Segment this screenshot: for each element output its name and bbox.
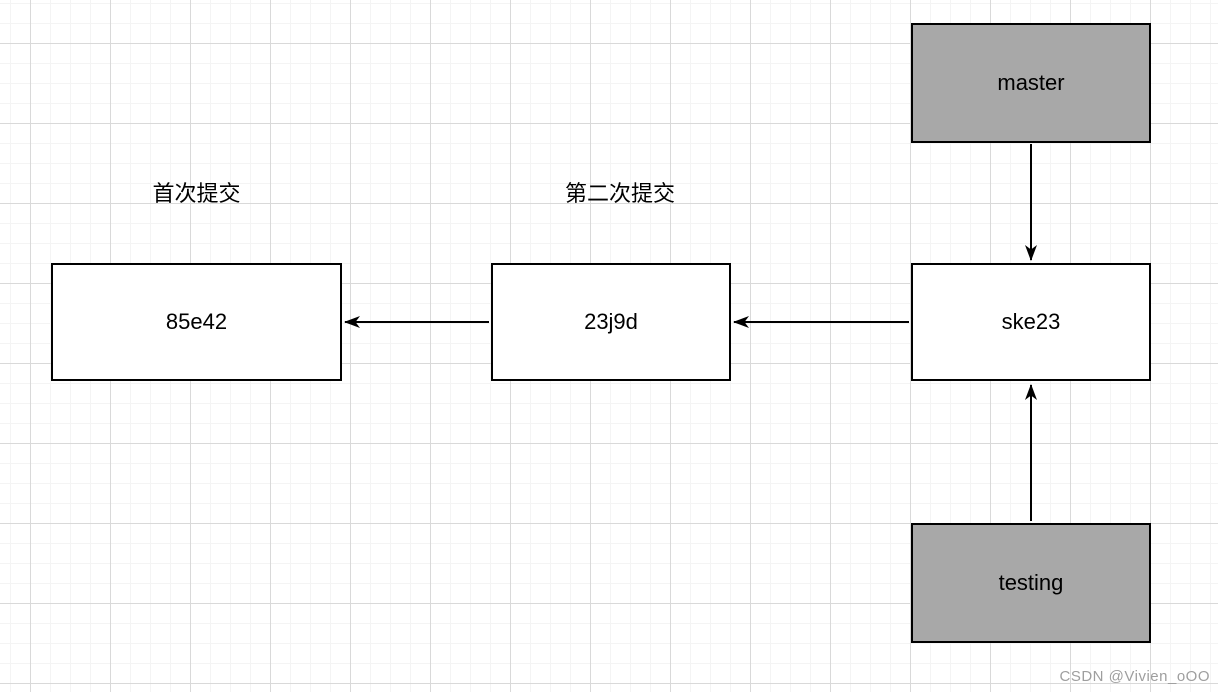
label-second-commit: 第二次提交: [564, 181, 675, 206]
branch-node-master: master: [911, 23, 1151, 143]
commit-node-23j9d: 23j9d: [491, 263, 731, 381]
label-first-commit: 首次提交: [152, 181, 241, 206]
branch-node-testing: testing: [911, 523, 1151, 643]
commit-node-ske23: ske23: [911, 263, 1151, 381]
csdn-watermark: CSDN @Vivien_oOO: [1059, 668, 1210, 685]
commit-node-85e42: 85e42: [51, 263, 342, 381]
